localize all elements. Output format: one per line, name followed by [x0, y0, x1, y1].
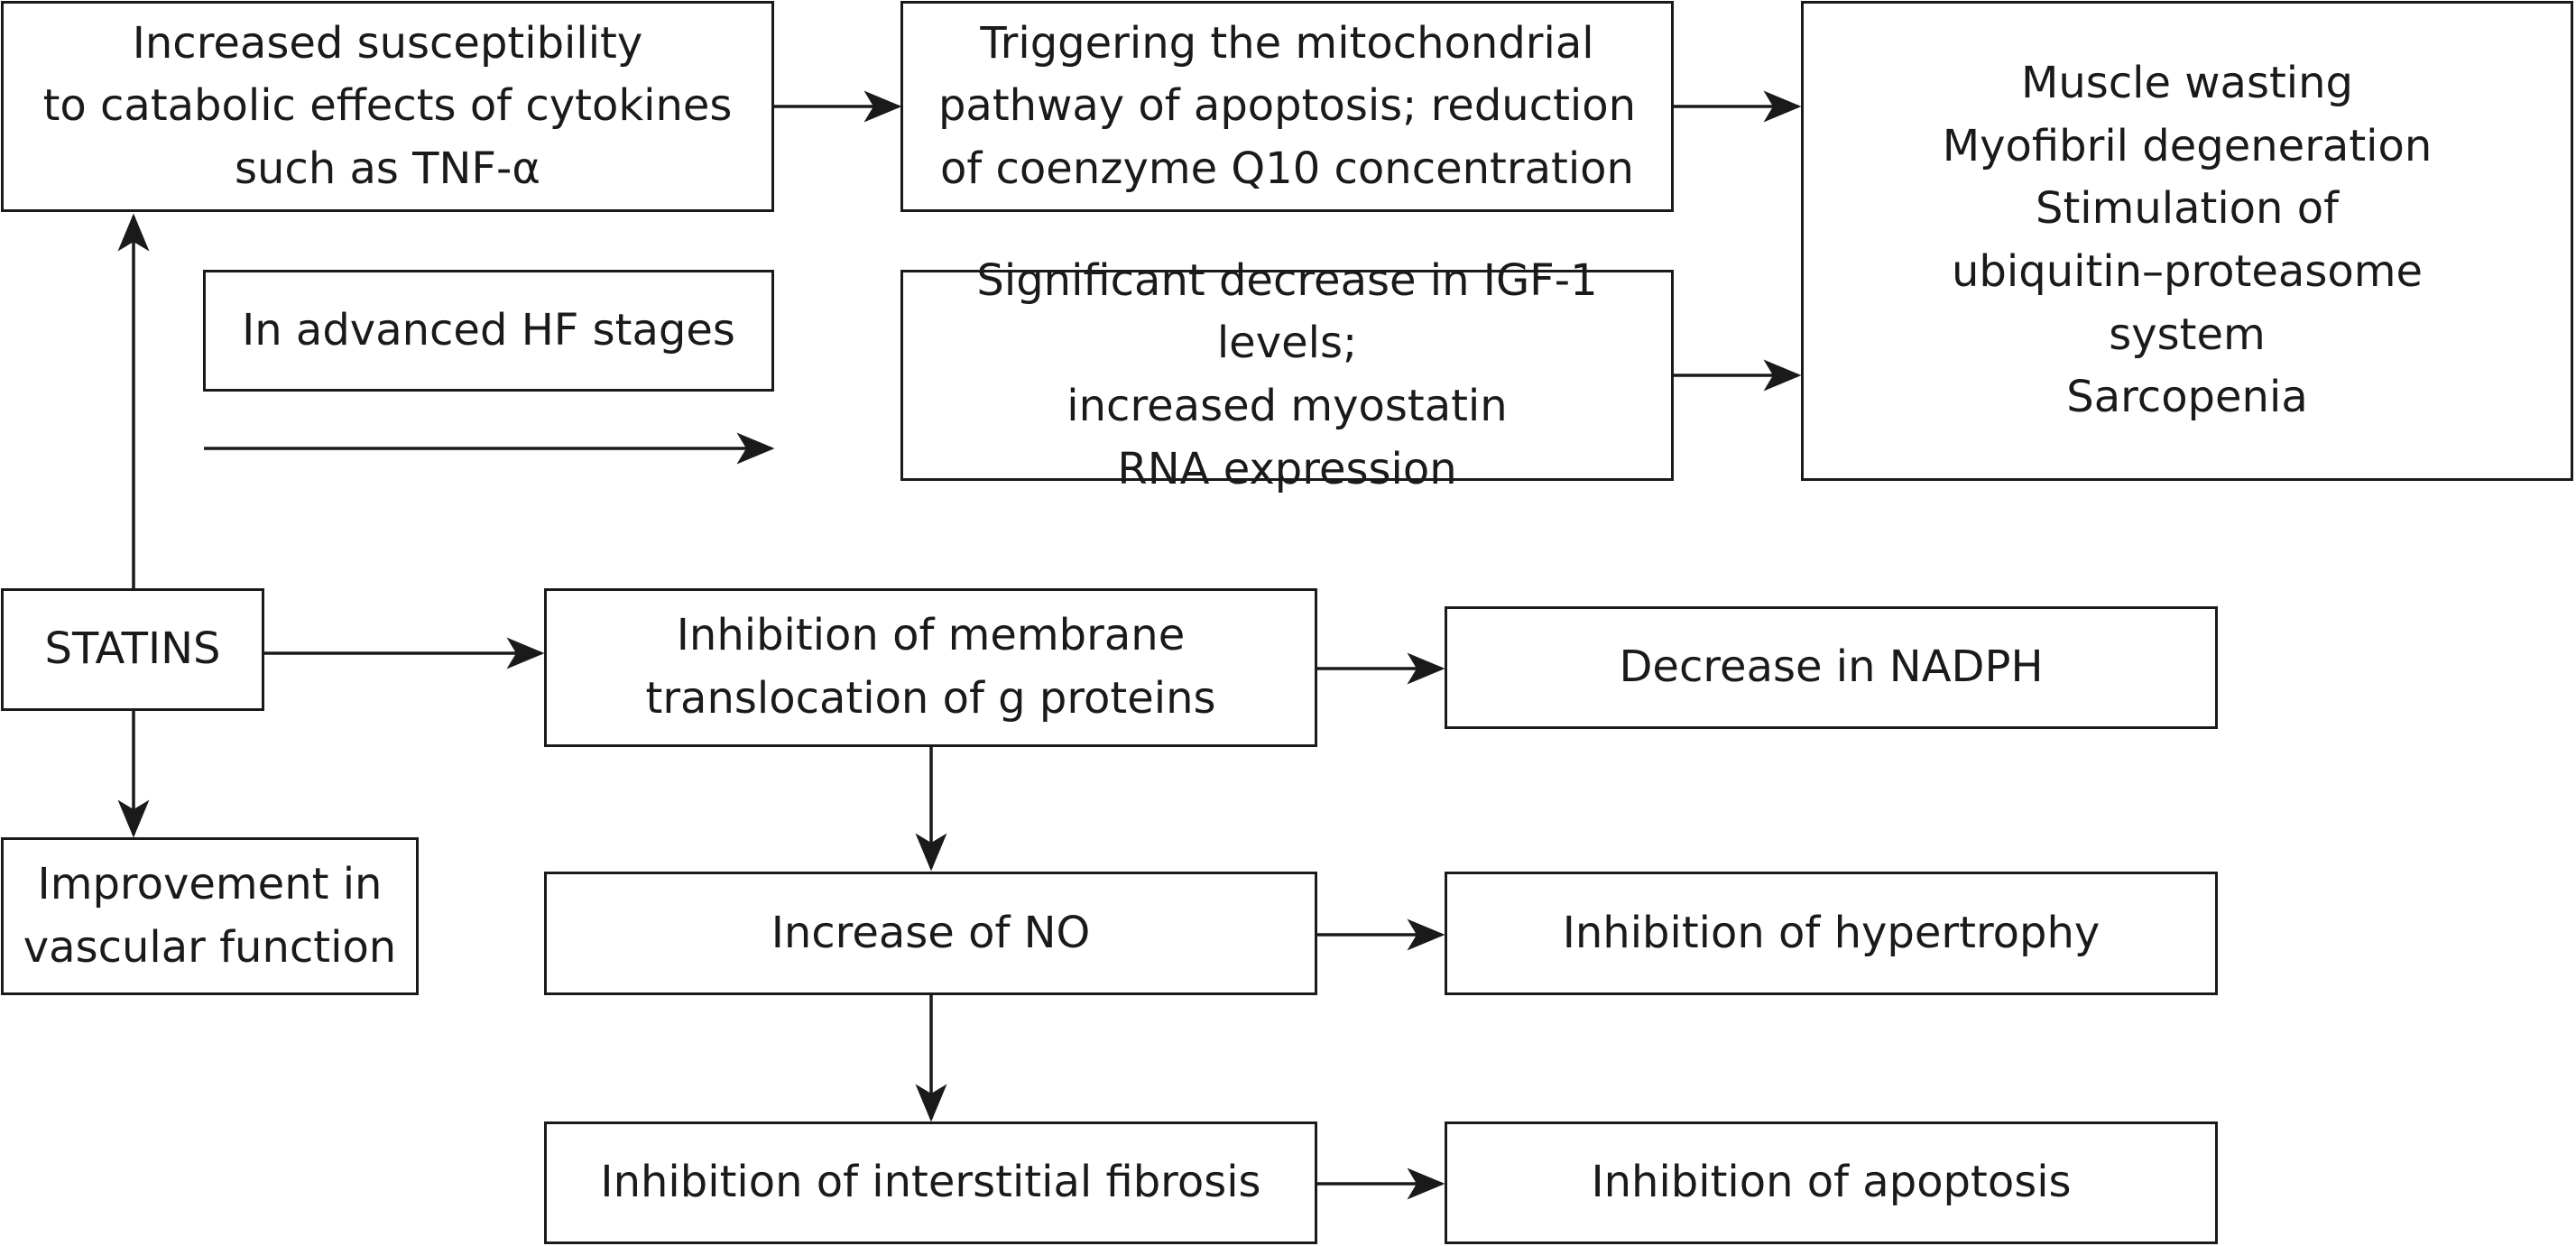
node-hypertrophy: Inhibition of hypertrophy — [1445, 872, 2218, 995]
node-muscle-effects: Muscle wasting Myofibril degeneration St… — [1801, 1, 2573, 481]
node-nadph: Decrease in NADPH — [1445, 606, 2218, 729]
node-statins: STATINS — [1, 588, 264, 711]
node-apoptosis: Inhibition of apoptosis — [1445, 1121, 2218, 1244]
node-igf1: Significant decrease in IGF-1 levels; in… — [900, 255, 1674, 494]
node-g-proteins: Inhibition of membrane translocation of … — [544, 588, 1317, 747]
node-susceptibility: Increased susceptibility to catabolic ef… — [1, 1, 774, 212]
node-mitochondrial: Triggering the mitochondrial pathway of … — [900, 1, 1674, 212]
node-vascular: Improvement in vascular function — [1, 837, 419, 995]
node-fibrosis: Inhibition of interstitial fibrosis — [544, 1121, 1317, 1244]
node-advanced-hf: In advanced HF stages — [203, 270, 774, 392]
node-no-increase: Increase of NO — [544, 872, 1317, 995]
